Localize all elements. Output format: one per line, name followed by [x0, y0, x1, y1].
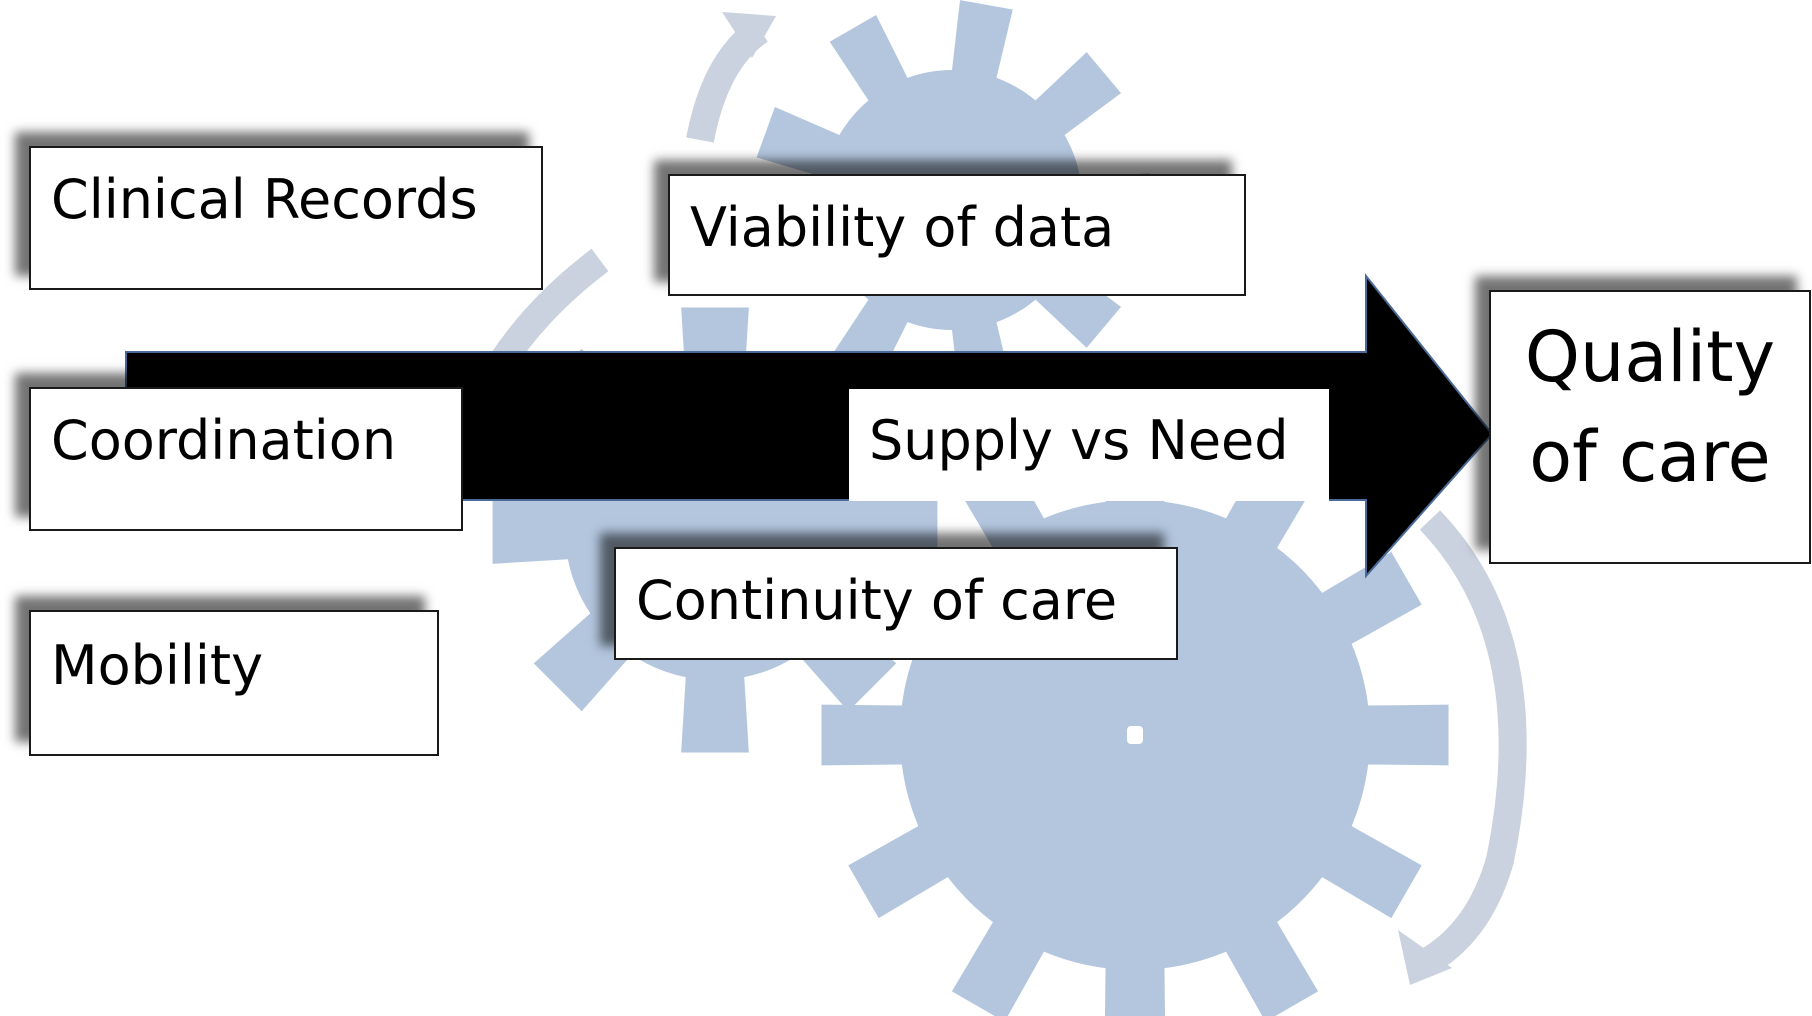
factor-label: Continuity of care	[636, 569, 1118, 632]
gear-hole	[1127, 726, 1143, 744]
outcome-label-line2: of care	[1529, 416, 1771, 498]
cycle-arrow-right	[1419, 510, 1527, 973]
factor-label: Mobility	[51, 634, 264, 697]
cycle-arrowhead-bottom	[1398, 930, 1452, 985]
outcome-label-line1: Quality	[1524, 316, 1776, 398]
factor-box-clinical-records: Clinical Records	[29, 146, 543, 290]
factor-label: Supply vs Need	[869, 409, 1289, 472]
factor-box-mobility: Mobility	[29, 610, 439, 756]
factor-box-viability-of-data: Viability of data	[668, 174, 1246, 296]
cycle-arrowhead-top	[722, 12, 776, 58]
factor-box-coordination: Coordination	[29, 387, 463, 531]
factor-label: Coordination	[51, 409, 397, 472]
factor-label: Clinical Records	[51, 168, 478, 231]
factor-box-continuity-of-care: Continuity of care	[614, 547, 1178, 660]
outcome-box-quality-of-care: Quality of care	[1489, 290, 1811, 564]
factor-box-supply-vs-need: Supply vs Need	[849, 389, 1329, 501]
factor-label: Viability of data	[690, 196, 1115, 259]
